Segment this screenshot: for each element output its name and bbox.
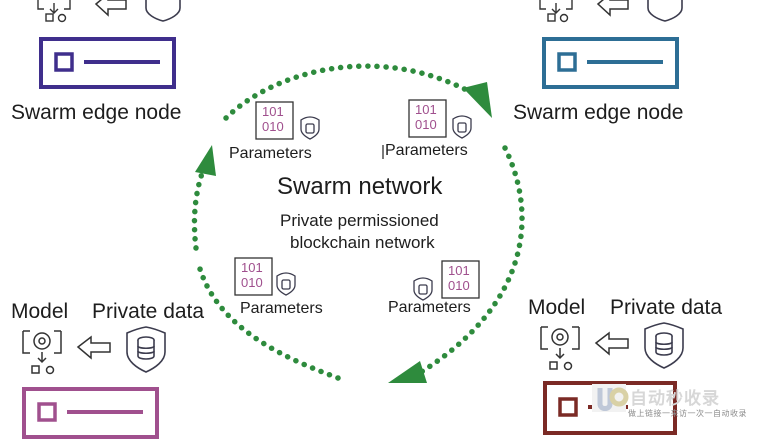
binary-text-bottom-left: 101 010	[241, 260, 263, 290]
binary-text-bottom-right: 101 010	[448, 263, 470, 293]
shield-icon-bottom-left	[276, 272, 296, 296]
model-icon	[37, 0, 71, 23]
shield-icon-top-left	[300, 116, 320, 140]
bottom-left-node	[22, 326, 166, 439]
database-shield-icon	[126, 326, 166, 373]
binary-line-2: 010	[415, 117, 437, 132]
cycle-arrows	[191, 63, 525, 381]
binary-line-1: 101	[241, 260, 263, 275]
arrowhead-left	[195, 145, 216, 176]
arrow-left-icon	[94, 0, 127, 17]
bottom-left-model-label: Model	[11, 300, 69, 323]
binary-line-2: 010	[262, 119, 284, 134]
parameters-label-top-right: Parameters	[385, 142, 468, 159]
watermark-title: 自动秒收录	[630, 389, 720, 408]
binary-doc-icon-top-right	[408, 99, 447, 138]
parameters-label-top-left: Parameters	[229, 145, 312, 162]
model-icon	[540, 326, 580, 371]
bottom-left-private-data-label: Private data	[92, 300, 205, 323]
top-left-node	[37, 0, 181, 89]
binary-doc-icon-top-left	[255, 101, 294, 140]
binary-line-2: 010	[241, 275, 263, 290]
top-right-node	[539, 0, 683, 89]
cycle-arc-bottom	[195, 259, 341, 381]
database-shield-icon	[644, 322, 684, 369]
cycle-arc-top	[223, 63, 477, 121]
cycle-arc-left	[191, 162, 208, 251]
binary-text-top-right: 101 010	[415, 102, 437, 132]
shield-icon-bottom-right	[413, 277, 433, 301]
arrow-left-icon	[594, 331, 629, 356]
parameters-label-bottom-right: Parameters	[388, 299, 471, 316]
server-port	[557, 52, 577, 72]
arrowhead-top-right	[463, 82, 492, 118]
top-right-node-label: Swarm edge node	[513, 101, 684, 124]
server-port	[54, 52, 74, 72]
bottom-right-model-label: Model	[528, 296, 586, 319]
shield-icon	[647, 0, 683, 22]
binary-line-1: 101	[415, 102, 437, 117]
network-subtitle-line1: Private permissioned	[280, 211, 439, 230]
model-icon	[22, 330, 62, 375]
server-port	[558, 397, 578, 417]
cycle-arrowheads	[195, 82, 492, 383]
binary-line-2: 010	[448, 278, 470, 293]
bottom-right-private-data-label: Private data	[610, 296, 723, 319]
arrow-left-icon	[596, 0, 629, 17]
arrowhead-bottom	[388, 361, 427, 383]
binary-doc-icon-bottom-left	[234, 257, 273, 296]
binary-text-top-left: 101 010	[262, 104, 284, 134]
shield-icon	[145, 0, 181, 22]
watermark-subtitle: 做上链接一来访一次一自动收录	[628, 409, 747, 418]
binary-line-1: 101	[448, 263, 470, 278]
watermark-logo-icon	[592, 384, 629, 412]
parameters-label-bottom-left: Parameters	[240, 300, 323, 317]
top-left-node-label: Swarm edge node	[11, 101, 182, 124]
model-icon	[539, 0, 573, 23]
network-subtitle-line2: blockchain network	[290, 233, 435, 252]
network-title: Swarm network	[277, 173, 443, 200]
binary-doc-icon-bottom-right	[441, 260, 480, 299]
cycle-arc-right	[415, 145, 525, 377]
binary-line-1: 101	[262, 104, 284, 119]
server-port	[37, 402, 57, 422]
shield-icon-top-right	[452, 115, 472, 139]
arrow-left-icon	[76, 335, 111, 360]
